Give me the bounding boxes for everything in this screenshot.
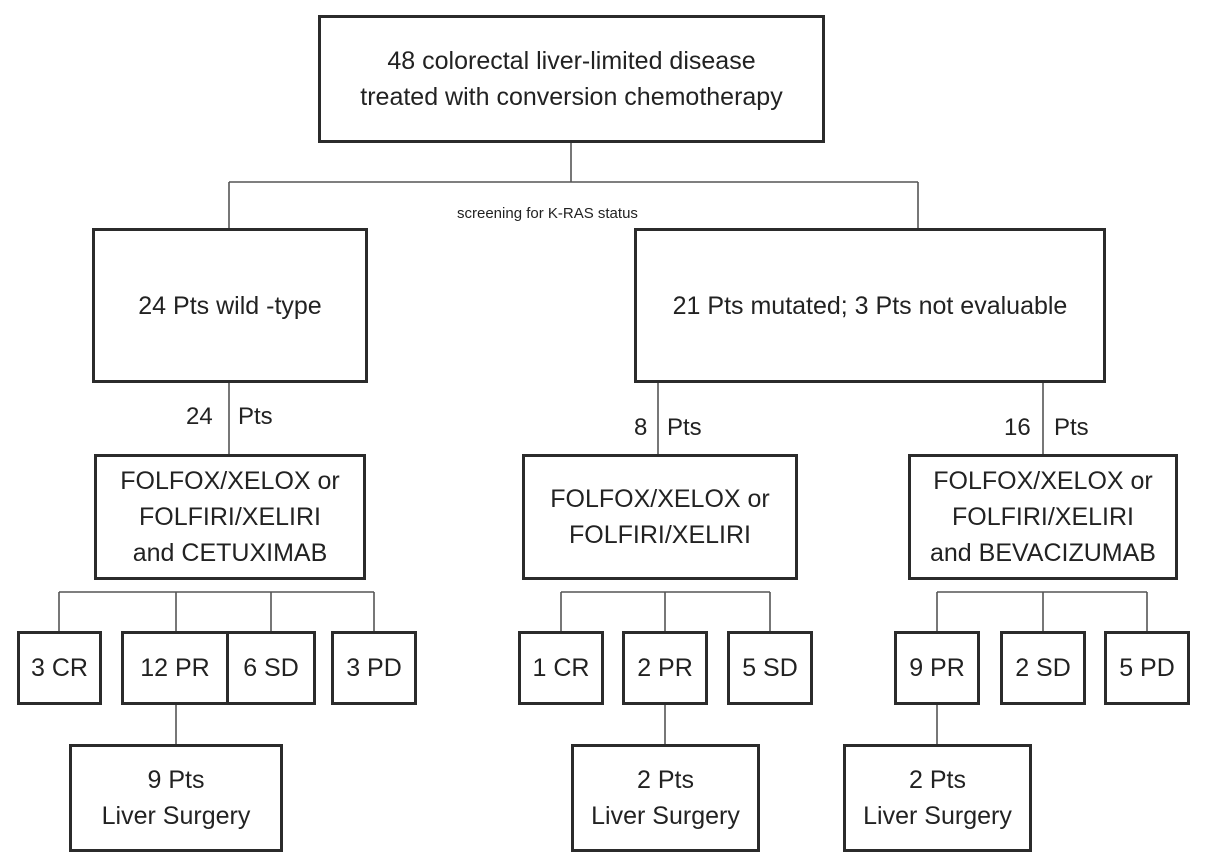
wild-type-count: 24 [186,403,213,430]
surgery-text-line: Liver Surgery [591,802,740,830]
surgery-text-line: Liver Surgery [101,802,251,830]
outcome-box: 3 PD [331,631,417,705]
root-text-line: 48 colorectal liver-limited disease [387,47,756,75]
outcome-text: 5 SD [742,654,798,682]
chemo-only-surgery-box: 2 Pts Liver Surgery [571,744,760,852]
root-text-line: treated with conversion chemotherapy [360,83,783,111]
wild-type-unit: Pts [238,403,273,430]
outcome-box: 12 PR [121,631,229,705]
outcome-text: 12 PR [140,654,210,682]
outcome-text: 3 CR [31,654,88,682]
screening-label: screening for K-RAS status [457,205,638,222]
chemo-only-unit: Pts [667,414,702,441]
treatment-line: and CETUXIMAB [132,539,328,567]
bevacizumab-surgery-box: 2 Pts Liver Surgery [843,744,1032,852]
bevacizumab-count: 16 [1004,414,1031,441]
mutated-box: 21 Pts mutated; 3 Pts not evaluable [634,228,1106,383]
outcome-text: 2 PR [637,654,693,682]
cetuximab-treatment-box: FOLFOX/XELOX or FOLFIRI/XELIRI and CETUX… [94,454,366,580]
root-box: 48 colorectal liver-limited disease trea… [318,15,825,143]
wild-type-box: 24 Pts wild -type [92,228,368,383]
bevacizumab-treatment-box: FOLFOX/XELOX or FOLFIRI/XELIRI and BEVAC… [908,454,1178,580]
surgery-text-line: 2 Pts [909,766,966,794]
outcome-text: 9 PR [909,654,965,682]
treatment-line: FOLFOX/XELOX or [933,467,1153,495]
outcome-box: 3 CR [17,631,102,705]
outcome-text: 5 PD [1119,654,1175,682]
outcome-text: 3 PD [346,654,402,682]
chemo-only-count: 8 [634,414,648,441]
treatment-line: FOLFIRI/XELIRI [139,503,321,531]
bevacizumab-unit: Pts [1054,414,1089,441]
outcome-box: 9 PR [894,631,980,705]
outcome-text: 6 SD [243,654,299,682]
treatment-line: FOLFOX/XELOX or [120,467,340,495]
outcome-box: 1 CR [518,631,604,705]
treatment-line: FOLFIRI/XELIRI [952,503,1134,531]
outcome-box: 5 PD [1104,631,1190,705]
treatment-line: FOLFIRI/XELIRI [569,521,751,549]
treatment-line: FOLFOX/XELOX or [550,485,770,513]
outcome-text: 1 CR [532,654,590,682]
outcome-box: 2 PR [622,631,708,705]
chemo-only-treatment-box: FOLFOX/XELOX or FOLFIRI/XELIRI [522,454,798,580]
surgery-text-line: 9 Pts [147,766,205,794]
surgery-text-line: 2 Pts [637,766,694,794]
outcome-box: 5 SD [727,631,813,705]
outcome-box: 2 SD [1000,631,1086,705]
outcome-text: 2 SD [1015,654,1071,682]
treatment-line: and BEVACIZUMAB [929,539,1156,567]
outcome-box: 6 SD [226,631,316,705]
mutated-text: 21 Pts mutated; 3 Pts not evaluable [672,291,1068,320]
wild-type-surgery-box: 9 Pts Liver Surgery [69,744,283,852]
wild-type-text: 24 Pts wild -type [138,291,322,320]
surgery-text-line: Liver Surgery [863,802,1012,830]
